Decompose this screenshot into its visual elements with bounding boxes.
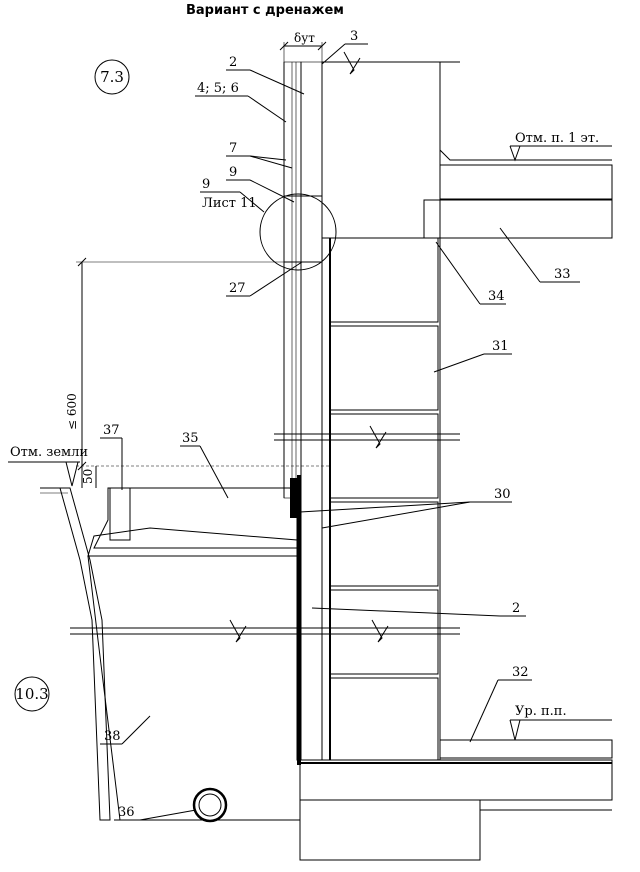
svg-text:34: 34 <box>488 289 505 304</box>
drawing-title: Вариант с дренажем <box>186 3 344 18</box>
callout-9-sheet: 9 Лист 11 <box>200 177 265 213</box>
level-ground-label: Отм. земли <box>10 445 88 460</box>
detail-circle <box>259 193 337 271</box>
plaster-layer <box>283 61 302 499</box>
level-first-floor-label: Отм. п. 1 эт. <box>515 131 599 146</box>
level-floor: Ур. п.п. <box>509 704 612 741</box>
svg-text:2: 2 <box>229 55 237 70</box>
svg-text:32: 32 <box>512 665 529 680</box>
callout-7: 7 <box>226 141 293 169</box>
callout-31: 31 <box>433 339 512 373</box>
inner-wall-upper <box>321 61 441 239</box>
sheet-reference: Лист 11 <box>202 196 257 211</box>
ground-excavation <box>40 487 111 821</box>
callout-34: 34 <box>435 241 506 305</box>
node-marker-bottom-label: 10.3 <box>15 685 48 703</box>
svg-text:7: 7 <box>229 141 237 156</box>
callout-27: 27 <box>226 261 303 297</box>
insulation-layer <box>300 61 323 761</box>
svg-text:4; 5; 6: 4; 5; 6 <box>197 81 239 96</box>
height-limit-label: ≤ 600 <box>65 393 79 430</box>
svg-text:33: 33 <box>554 267 571 282</box>
callout-33: 33 <box>499 227 580 283</box>
svg-text:37: 37 <box>103 423 120 438</box>
callout-36: 36 <box>114 805 197 821</box>
callout-32: 32 <box>469 665 532 743</box>
svg-text:27: 27 <box>229 281 246 296</box>
callout-37: 37 <box>100 423 123 490</box>
floor-buildup <box>439 739 613 759</box>
concrete-backfill <box>87 555 301 821</box>
level-floor-label: Ур. п.п. <box>515 704 567 719</box>
thickness-label: δут <box>294 31 315 45</box>
foundation <box>298 759 613 861</box>
svg-text:30: 30 <box>494 487 511 502</box>
callout-2-top: 2 <box>226 55 305 95</box>
callout-35: 35 <box>180 431 229 499</box>
curb-element <box>109 487 131 541</box>
svg-text:9: 9 <box>229 165 237 180</box>
thickness-dimension: δут <box>279 31 327 62</box>
block-wall <box>329 237 441 761</box>
level-ground: Отм. земли <box>8 445 88 487</box>
callout-4-5-6: 4; 5; 6 <box>195 81 287 123</box>
svg-text:2: 2 <box>512 601 520 616</box>
floor-slab <box>322 62 613 239</box>
break-lines <box>70 51 460 643</box>
node-marker-bottom: 10.3 <box>14 676 50 712</box>
offset-label: 50 <box>81 469 95 484</box>
height-dimension: ≤ 600 50 <box>65 257 330 488</box>
svg-text:3: 3 <box>350 29 358 44</box>
level-first-floor: Отм. п. 1 эт. <box>509 131 612 162</box>
callout-9: 9 <box>226 165 295 203</box>
waterproofing-strip <box>297 475 301 765</box>
svg-text:35: 35 <box>182 431 199 446</box>
callout-3: 3 <box>321 29 368 65</box>
svg-text:38: 38 <box>104 729 121 744</box>
fire-break-block <box>283 195 323 263</box>
node-marker-top-label: 7.3 <box>100 68 124 86</box>
callout-30: 30 <box>299 487 512 529</box>
callout-2-bottom: 2 <box>311 601 526 617</box>
svg-text:31: 31 <box>492 339 509 354</box>
callout-38: 38 <box>100 715 151 745</box>
svg-text:36: 36 <box>118 805 135 820</box>
node-marker-top: 7.3 <box>94 59 130 95</box>
drain-pipe <box>192 787 228 823</box>
svg-text:9: 9 <box>202 177 210 192</box>
gravel-backfill <box>93 487 298 549</box>
